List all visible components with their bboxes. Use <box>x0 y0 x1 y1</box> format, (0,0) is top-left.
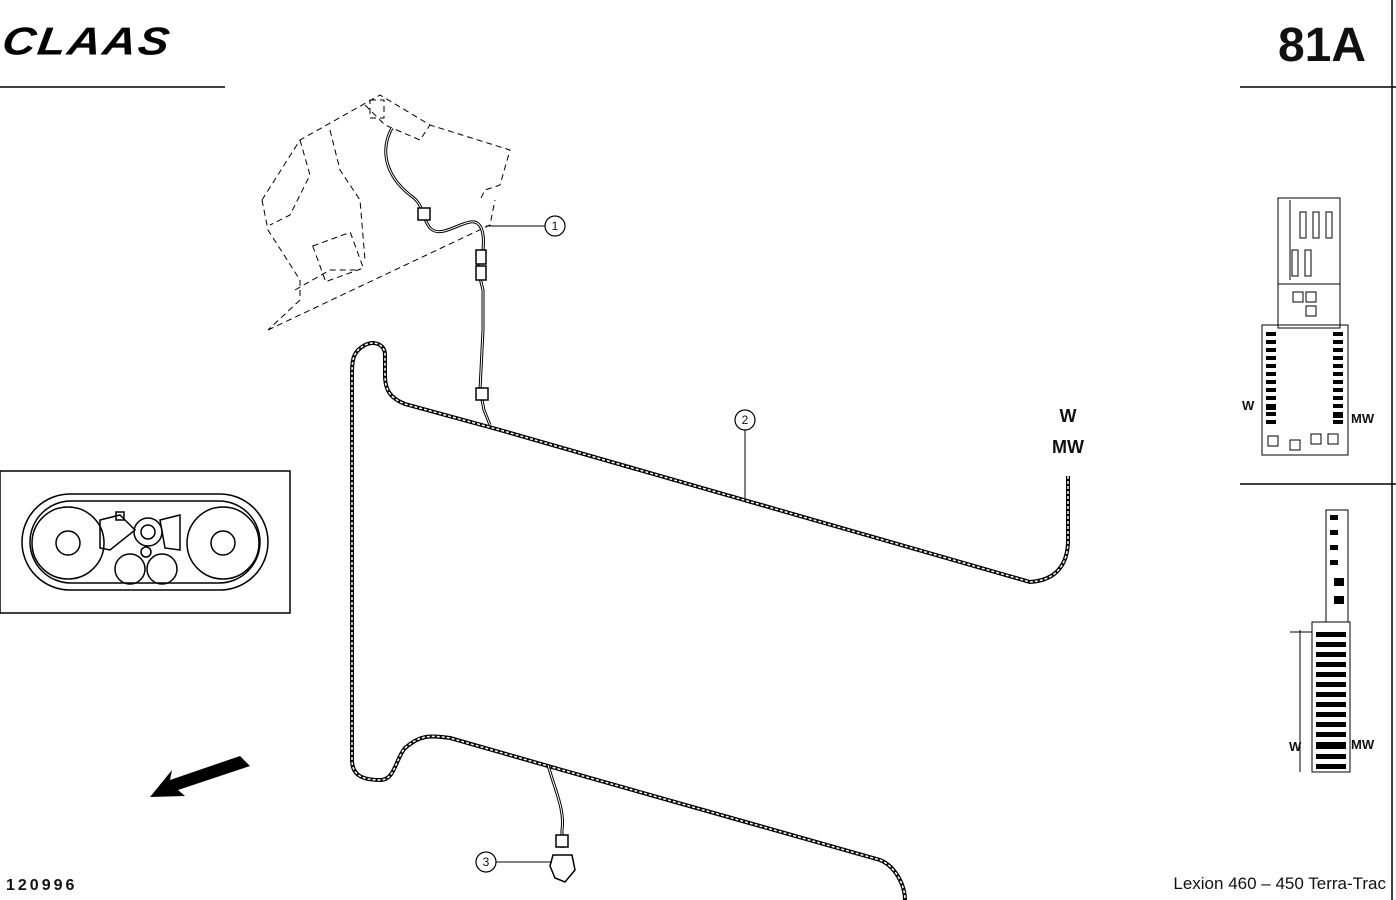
fusebox-top-label-mw: MW <box>1351 411 1375 426</box>
connector-label-mw: MW <box>1052 437 1084 457</box>
callout-3-label: 3 <box>482 855 490 869</box>
fusebox-top-fuses <box>1266 332 1343 424</box>
fusebox-top-label-w: W <box>1242 398 1255 413</box>
fusebox-bottom-fuses <box>1316 515 1346 769</box>
fusebox-bottom-label-mw: MW <box>1351 737 1375 752</box>
page-number: 81A <box>1277 19 1366 72</box>
harness-1-connectors <box>417 207 489 401</box>
callout-2-circle <box>734 409 756 431</box>
sensor-3 <box>549 834 576 883</box>
document-number: 120996 <box>6 877 78 894</box>
callout-1-label: 1 <box>551 219 559 233</box>
model-label: Lexion 460 – 450 Terra-Trac <box>1173 874 1386 893</box>
direction-arrow-icon <box>150 756 250 797</box>
fusebox-bottom <box>1290 509 1351 773</box>
connector-label-w: W <box>1059 406 1077 426</box>
fusebox-bottom-label-w: W <box>1289 739 1302 754</box>
fusebox-top <box>1261 197 1349 456</box>
callout-3-circle <box>475 851 497 873</box>
harness-1 <box>384 127 492 426</box>
callout-circles <box>475 215 756 873</box>
brand-logo: CLAAS <box>0 18 175 64</box>
harness-2 <box>350 341 1070 900</box>
callout-leaders <box>486 225 746 863</box>
machine-outline <box>261 94 511 331</box>
machine-location-inset <box>0 470 291 614</box>
callout-1-circle <box>544 215 566 237</box>
harness-3 <box>546 764 565 848</box>
callout-2-label: 2 <box>741 413 749 427</box>
